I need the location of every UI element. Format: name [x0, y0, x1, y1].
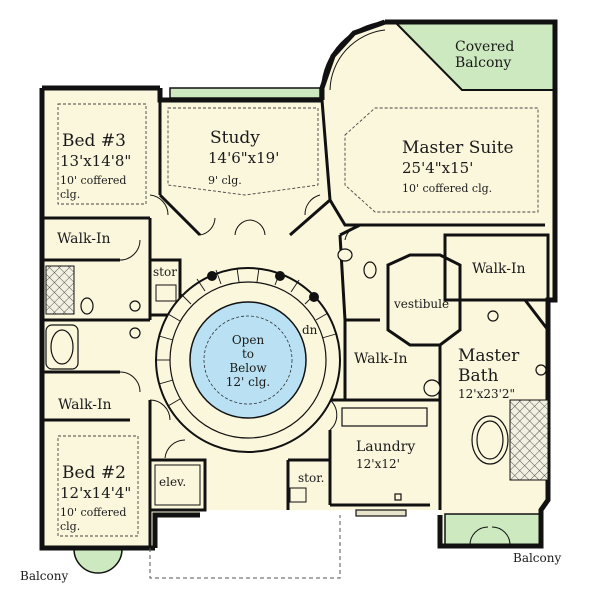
bay-arc-inner: [329, 29, 386, 91]
balcony-left-area: [73, 548, 123, 574]
exterior-walls: [39, 19, 558, 551]
bed2-name: Bed #2: [62, 463, 126, 483]
laundry-dims: 12'x12': [356, 457, 400, 471]
open-below-line1: Open: [231, 333, 265, 347]
covered-balcony-line2: Balcony: [455, 55, 512, 71]
open-below-line2: to: [241, 347, 255, 361]
balcony-right-label: Balcony: [513, 551, 562, 565]
elevator-box: [154, 464, 201, 506]
stair-dn-label: dn: [302, 323, 318, 337]
columns: [207, 271, 319, 302]
covered-balcony-line1: Covered: [455, 39, 515, 55]
balcony-left-label: Balcony: [20, 569, 69, 583]
master-bath-name2: Bath: [458, 366, 499, 386]
interior-walls: [42, 99, 550, 548]
door-swings: [119, 194, 511, 546]
spiral-stair: [155, 267, 341, 453]
stor-bottom-label: stor.: [298, 471, 325, 485]
open-below-line3: Below: [229, 361, 267, 375]
bed2-dims: 12'x14'4": [60, 484, 132, 502]
coffered-outlines: [57, 103, 539, 537]
bay-arc: [321, 21, 386, 89]
walkin-top-left-label: Walk-In: [57, 231, 111, 247]
bed3-name: Bed #3: [62, 131, 126, 151]
bed2-note1: 10' coffered: [60, 506, 127, 519]
master-bath-name1: Master: [458, 346, 520, 366]
stor-bottom-box: [289, 487, 307, 503]
study-name: Study: [210, 128, 260, 148]
stor-left-label: stor: [153, 265, 177, 279]
elevator-label: elev.: [159, 475, 187, 489]
stor-left-box: [155, 284, 177, 302]
master-bath-dims: 12'x23'2": [458, 387, 516, 401]
master-suite-note: 10' coffered clg.: [402, 182, 493, 195]
bed3-dims: 13'x14'8": [60, 152, 132, 170]
balcony-right-area: [444, 513, 541, 547]
study-window-strip: [169, 87, 321, 99]
fixtures: [45, 248, 547, 517]
study-note: 9' clg.: [208, 174, 242, 187]
roof-below-dashed: [149, 515, 341, 579]
walkin-mid-left-label: Walk-In: [58, 397, 112, 413]
bed3-note1: 10' coffered: [60, 174, 127, 187]
bed2-note2: clg.: [60, 520, 81, 533]
open-below-circle: [189, 301, 307, 419]
bed3-note2: clg.: [60, 188, 81, 201]
laundry-name: Laundry: [356, 439, 416, 455]
master-suite-dims: 25'4"x15': [402, 159, 474, 177]
open-below-line4: 12' clg.: [225, 375, 271, 389]
master-suite-name: Master Suite: [402, 138, 514, 158]
vestibule-label: vestibule: [394, 297, 450, 311]
shower-master: [509, 399, 549, 481]
walkin-master-right-label: Walk-In: [472, 261, 526, 277]
study-dims: 14'6"x19': [208, 149, 280, 167]
walkin-center-label: Walk-In: [354, 351, 408, 367]
shower-left: [45, 265, 75, 315]
